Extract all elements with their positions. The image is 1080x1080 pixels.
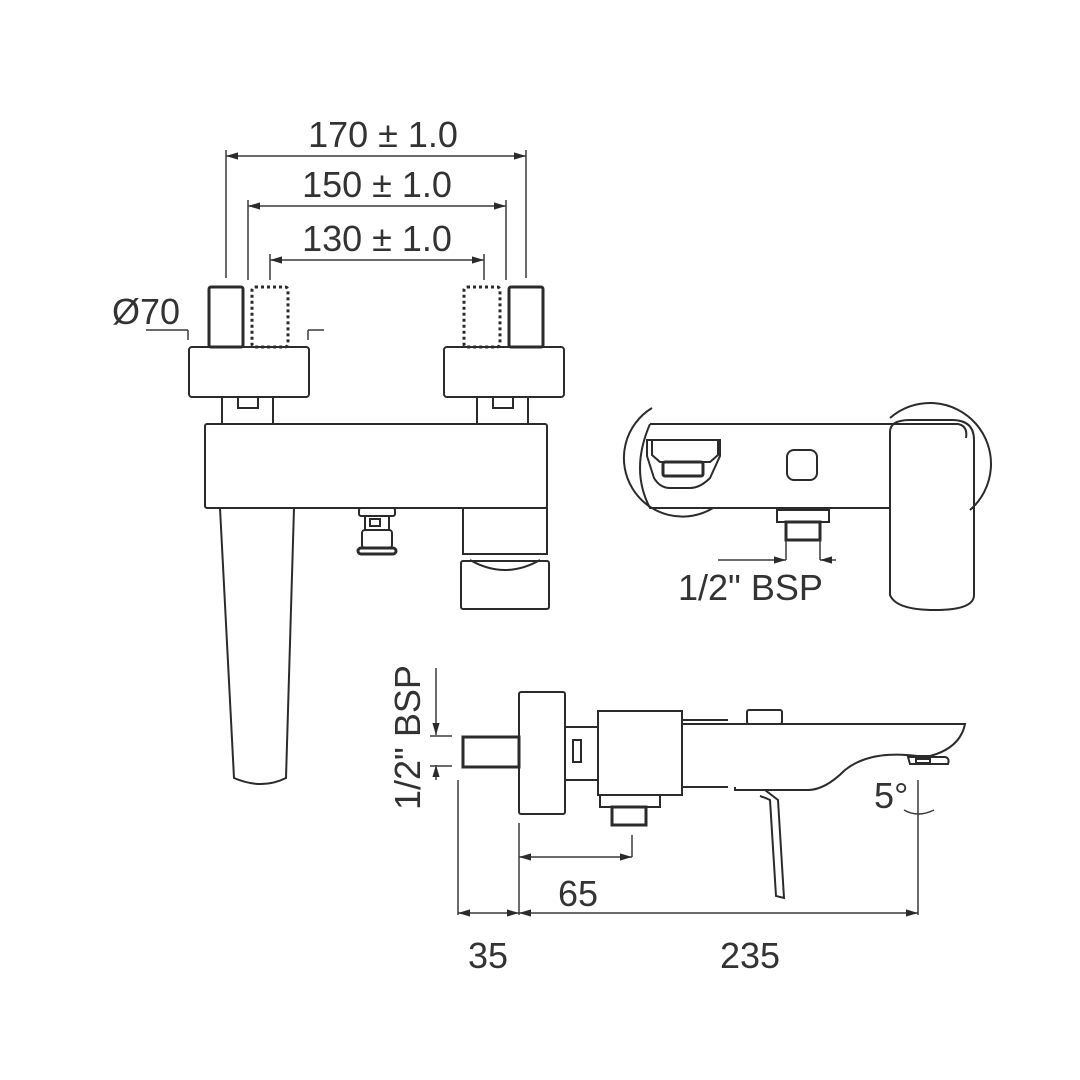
dim-130-label: 130 ± 1.0 (302, 218, 452, 259)
dimension-170: 170 ± 1.0 (225, 114, 527, 278)
top-body-top (650, 423, 968, 439)
right-inlet-dashed (462, 285, 502, 349)
diameter-70: Ø70 (112, 291, 324, 340)
right-connector (476, 397, 529, 424)
top-body-outline (639, 423, 890, 509)
dim-65-label: 65 (558, 873, 598, 914)
dim-235-label: 235 (720, 935, 780, 976)
left-inlet-dashed (250, 285, 290, 349)
angle-label: 5° (874, 775, 908, 816)
left-inlet-solid (207, 285, 245, 349)
left-connector (221, 397, 274, 424)
right-flange (443, 346, 565, 398)
side-spout (682, 709, 967, 791)
mixer-body (204, 423, 548, 509)
diameter-label: Ø70 (112, 291, 180, 332)
left-flange (188, 346, 310, 398)
right-inlet-solid (507, 285, 545, 349)
lever-handle (219, 507, 295, 785)
inlet-top (718, 509, 836, 564)
spout-outlet-top (646, 439, 721, 489)
dim-150-label: 150 ± 1.0 (302, 164, 452, 205)
left-escutcheon (622, 407, 714, 518)
right-escutcheon (889, 402, 992, 511)
diverter-top (786, 449, 818, 481)
side-connector (572, 739, 582, 763)
side-thread-label: 1/2" BSP (387, 665, 428, 810)
top-thread-label: 1/2" BSP (678, 567, 823, 608)
dimension-130: 130 ± 1.0 (269, 218, 485, 280)
side-lever (740, 789, 786, 900)
spout-front (460, 507, 550, 610)
angle-5: 5° (874, 775, 935, 915)
side-body (597, 710, 683, 796)
side-flange (518, 691, 566, 815)
side-view: 1/2" BSP 5° 65 (387, 665, 967, 976)
lever-top (889, 419, 975, 612)
side-link (565, 726, 598, 781)
side-diverter (599, 794, 661, 827)
dim-35-label: 35 (468, 935, 508, 976)
front-view: 170 ± 1.0 150 ± 1.0 130 ± 1.0 Ø70 (112, 114, 565, 785)
side-inlet-pipe (461, 735, 521, 769)
top-view: 1/2" BSP (622, 402, 992, 612)
diverter-knob (356, 507, 398, 556)
dim-170-label: 170 ± 1.0 (308, 114, 458, 155)
dimension-150: 150 ± 1.0 (247, 164, 507, 280)
